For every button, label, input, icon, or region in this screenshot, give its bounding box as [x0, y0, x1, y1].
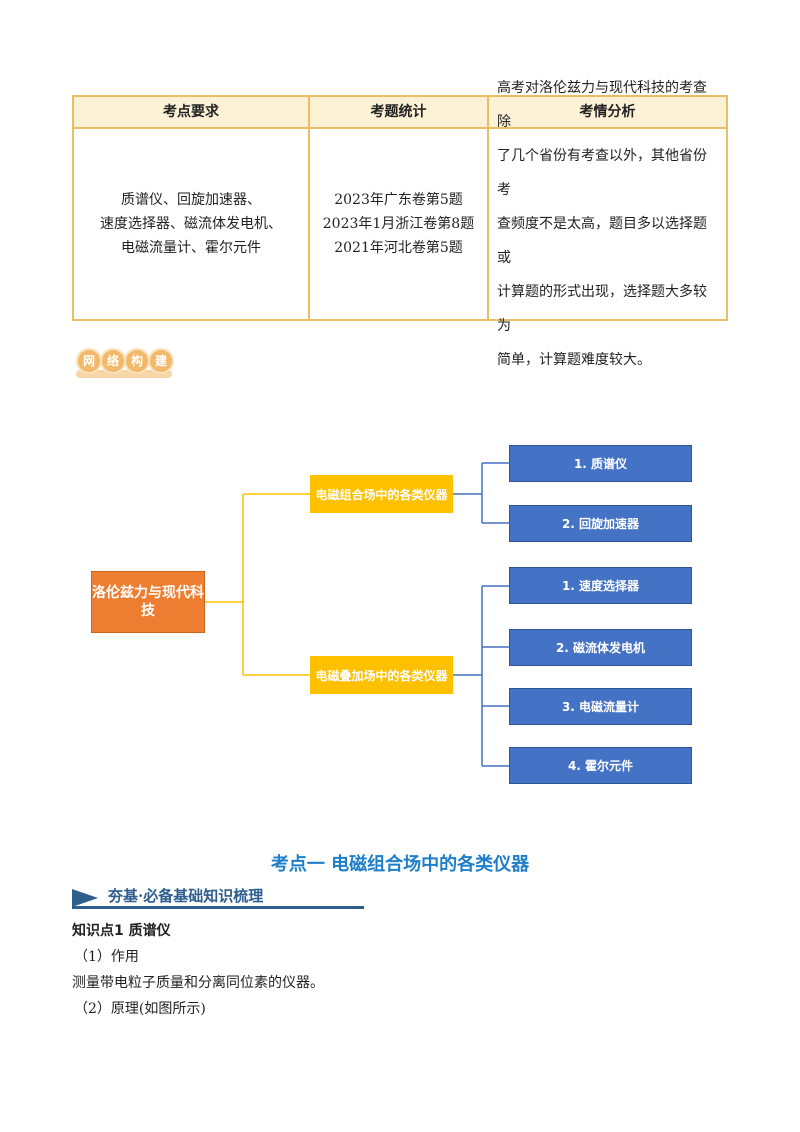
stat-line: 2023年1月浙江卷第8题	[322, 216, 475, 232]
section-strip: 夯基·必备基础知识梳理	[72, 885, 364, 909]
mindmap-leaf-mhd-generator: 2. 磁流体发电机	[509, 629, 692, 666]
root-connector	[205, 493, 310, 676]
mindmap-root: 洛伦兹力与现代科技	[91, 571, 205, 633]
analysis-line: 查频度不是太高，题目多以选择题或	[497, 216, 707, 266]
strip-underline	[72, 906, 364, 909]
table-header-row	[74, 97, 726, 129]
requirement-line: 质谱仪、回旋加速器、	[121, 192, 261, 208]
analysis-line: 简单，计算题难度较大。	[497, 352, 651, 368]
branch2-connector	[453, 585, 509, 767]
badge-char: 构	[126, 350, 148, 372]
header-requirements: 考点要求	[163, 104, 219, 120]
network-structure-badge: 网 络 构 建	[76, 348, 172, 378]
analysis-line: 了几个省份有考查以外，其他省份考	[497, 148, 707, 198]
badge-char: 建	[150, 350, 172, 372]
mindmap-leaf-velocity-selector: 1. 速度选择器	[509, 567, 692, 604]
badge-char: 网	[78, 350, 100, 372]
column-divider	[487, 97, 489, 319]
analysis-line: 高考对洛伦兹力与现代科技的考查除	[497, 80, 707, 130]
branch1-connector	[453, 462, 509, 524]
item-heading-function: （1）作用	[74, 949, 139, 965]
stat-line: 2023年广东卷第5题	[334, 192, 463, 208]
knowledge-point-title: 知识点1 质谱仪	[72, 923, 171, 939]
mindmap-leaf-hall-element: 4. 霍尔元件	[509, 747, 692, 784]
strip-arrow-icon	[72, 889, 98, 907]
mindmap-leaf-cyclotron: 2. 回旋加速器	[509, 505, 692, 542]
mindmap-branch-superposed-field: 电磁叠加场中的各类仪器	[310, 656, 453, 694]
header-stats: 考题统计	[370, 104, 427, 120]
badge-char: 络	[102, 350, 124, 372]
exam-requirements-table: 考点要求 考题统计 考情分析 质谱仪、回旋加速器、 速度选择器、磁流体发电机、 …	[72, 80, 728, 368]
requirement-line: 电磁流量计、霍尔元件	[121, 240, 261, 256]
item-heading-principle: （2）原理(如图所示)	[74, 1001, 206, 1017]
item-text-function: 测量带电粒子质量和分离同位素的仪器。	[72, 975, 324, 991]
badge-ribbon	[76, 370, 172, 378]
stat-line: 2021年河北卷第5题	[334, 240, 463, 256]
mindmap-leaf-mass-spectrometer: 1. 质谱仪	[509, 445, 692, 482]
section-title: 考点一 电磁组合场中的各类仪器	[270, 854, 530, 875]
column-divider	[308, 97, 310, 319]
header-analysis: 考情分析	[579, 104, 636, 120]
cell-stats: 2023年广东卷第5题 2023年1月浙江卷第8题 2021年河北卷第5题	[310, 129, 487, 319]
mindmap-leaf-flowmeter: 3. 电磁流量计	[509, 688, 692, 725]
analysis-line: 计算题的形式出现，选择题大多较为	[497, 284, 707, 334]
strip-label: 夯基·必备基础知识梳理	[108, 887, 264, 905]
cell-analysis: 高考对洛伦兹力与现代科技的考查除 了几个省份有考查以外，其他省份考 查频度不是太…	[489, 80, 726, 368]
mindmap-branch-combined-field: 电磁组合场中的各类仪器	[310, 475, 453, 513]
requirement-line: 速度选择器、磁流体发电机、	[100, 216, 282, 232]
cell-requirements: 质谱仪、回旋加速器、 速度选择器、磁流体发电机、 电磁流量计、霍尔元件	[74, 129, 308, 319]
